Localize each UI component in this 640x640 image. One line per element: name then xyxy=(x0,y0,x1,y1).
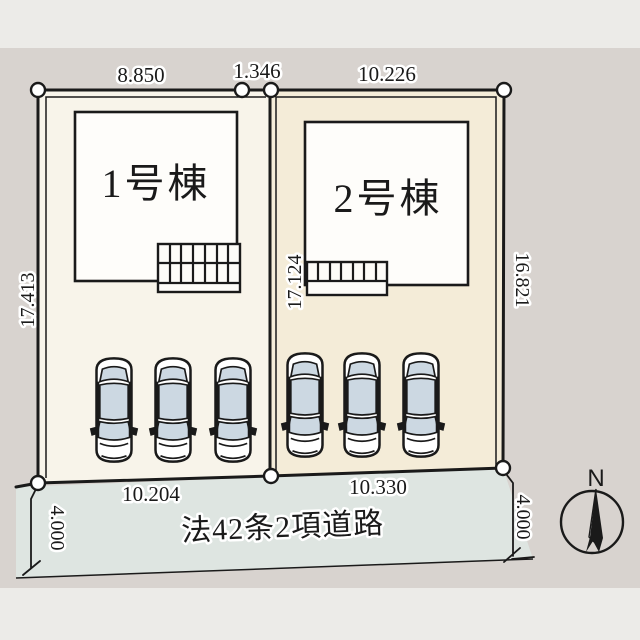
dim-bottom-lot1: 10.204 xyxy=(122,482,180,506)
car-icon xyxy=(280,352,330,458)
car-icon xyxy=(208,357,258,463)
dim-top-lot2: 10.226 xyxy=(358,62,416,86)
boundary-marker xyxy=(233,81,251,99)
compass-needle xyxy=(586,489,603,552)
boundary-marker xyxy=(29,81,47,99)
boundary-marker xyxy=(29,474,47,492)
road-bottom-edge xyxy=(15,558,534,579)
dim-top-gap: 1.346 xyxy=(233,59,280,83)
road-area xyxy=(16,468,533,578)
dim-depth-lot1-left: 17.413 xyxy=(17,273,39,328)
car-icon xyxy=(337,352,387,458)
dim-depth-lot2-right: 16.821 xyxy=(511,253,533,308)
car-icon xyxy=(89,357,139,463)
boundary-marker xyxy=(262,81,280,99)
dim-top-lot1: 8.850 xyxy=(117,63,164,87)
boundary-marker xyxy=(495,81,513,99)
building1-balcony xyxy=(156,242,242,294)
building2-balcony xyxy=(305,260,389,297)
boundary-marker xyxy=(262,467,280,485)
lot1-parking xyxy=(89,357,258,463)
dim-bottom-lot2: 10.330 xyxy=(349,475,407,499)
building1-label: 1号棟 xyxy=(102,161,211,206)
compass-north-label: N xyxy=(587,465,604,492)
boundary-markers xyxy=(29,81,513,492)
car-icon xyxy=(396,352,446,458)
lot-inner-boundary-lines xyxy=(45,96,497,478)
dim-depth-lot2-left: 17.124 xyxy=(284,255,306,310)
compass-icon: N xyxy=(559,465,625,555)
compass-ring xyxy=(559,489,625,555)
dim-road-width-right: 4.000 xyxy=(512,495,534,540)
dim-road-width-left: 4.000 xyxy=(46,506,68,551)
building2-outline xyxy=(303,120,470,287)
car-icon xyxy=(148,357,198,463)
building2-label: 2号棟 xyxy=(334,176,443,221)
lot2-parking xyxy=(280,352,446,458)
boundary-marker xyxy=(494,459,512,477)
